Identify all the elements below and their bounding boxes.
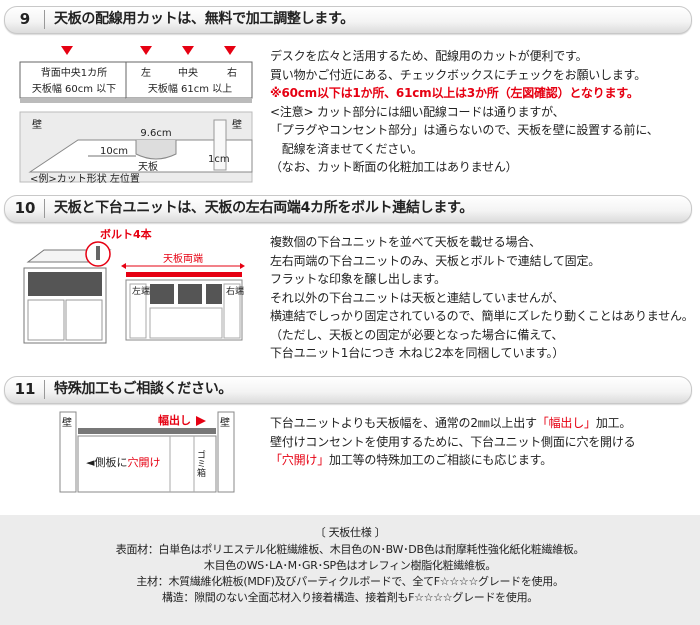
section-title: 天板と下台ユニットは、天板の左右両端4カ所をボルト連結します。: [54, 200, 474, 216]
left-end-label: 左端: [132, 285, 150, 297]
section-11-header: 11 特殊加工もご相談ください。: [4, 376, 694, 404]
s10-text: 複数個の下台ユニットを並べて天板を載せる場合、 左右両端の下台ユニットのみ、天板…: [270, 235, 694, 360]
left-label-1: 背面中央1カ所: [41, 66, 107, 79]
hole-label: ◄側板に穴開け: [86, 455, 160, 469]
right-label-2: 天板幅 61cm 以上: [148, 82, 232, 95]
cut-width-label: 9.6cm: [140, 128, 171, 139]
s11-text: 下台ユニットよりも天板幅を、通常の2㎜以上出す「幅出し」加工。 壁付けコンセント…: [270, 416, 636, 467]
right-right-label: 右: [227, 66, 237, 79]
overhang-label: 幅出し: [158, 413, 191, 427]
wall-label: 壁: [32, 118, 42, 131]
ends-label: 天板両端: [163, 252, 203, 265]
section-title: 特殊加工もご相談ください。: [54, 381, 233, 397]
right-center-label: 中央: [178, 66, 198, 79]
bolt-label: ボルト4本: [100, 228, 152, 241]
s9-text: デスクを広々と活用するため、配線用のカットが便利です。 買い物かご付近にある、チ…: [270, 49, 659, 174]
section-number: 10: [14, 199, 36, 217]
bolt-connection-diagram: ボルト4本 天板両端 左端 右端: [23, 228, 245, 344]
spec-heading: 〔 天板仕様 〕: [314, 526, 386, 539]
wall-label: 壁: [62, 416, 72, 429]
section-10-header: 10 天板と下台ユニットは、天板の左右両端4カ所をボルト連結します。: [4, 195, 694, 223]
marker-triangle-icon: [61, 46, 73, 55]
top-label: 天板: [138, 160, 158, 173]
section-number: 11: [14, 380, 36, 398]
depth-label: 1cm: [208, 154, 230, 165]
wall-label: 壁: [220, 416, 230, 429]
marker-triangle-icon: [140, 46, 152, 55]
spec-box: 〔 天板仕様 〕 表面材：白単色はポリエステル化粧繊維板、木目色のN･BW･DB…: [0, 515, 700, 625]
trash-label: ゴミ箱: [195, 449, 206, 478]
cut-position-diagram: 背面中央1カ所 天板幅 60cm 以下 左 中央 右 天板幅 61cm 以上 壁…: [19, 46, 253, 185]
left-label-2: 天板幅 60cm 以下: [32, 82, 116, 95]
section-number: 9: [19, 10, 31, 28]
right-left-label: 左: [141, 66, 151, 79]
section-9-header: 9 天板の配線用カットは、無料で加工調整します。: [4, 6, 694, 34]
special-processing-diagram: 壁 壁 幅出し ◄側板に穴開け ゴミ箱: [59, 411, 235, 493]
distance-label: 10cm: [100, 146, 128, 157]
section-title: 天板の配線用カットは、無料で加工調整します。: [54, 11, 354, 27]
marker-triangle-icon: [182, 46, 194, 55]
caption: <例>カット形状 左位置: [30, 172, 140, 185]
right-end-label: 右端: [226, 285, 244, 297]
wall-label: 壁: [232, 118, 242, 131]
marker-triangle-icon: [224, 46, 236, 55]
